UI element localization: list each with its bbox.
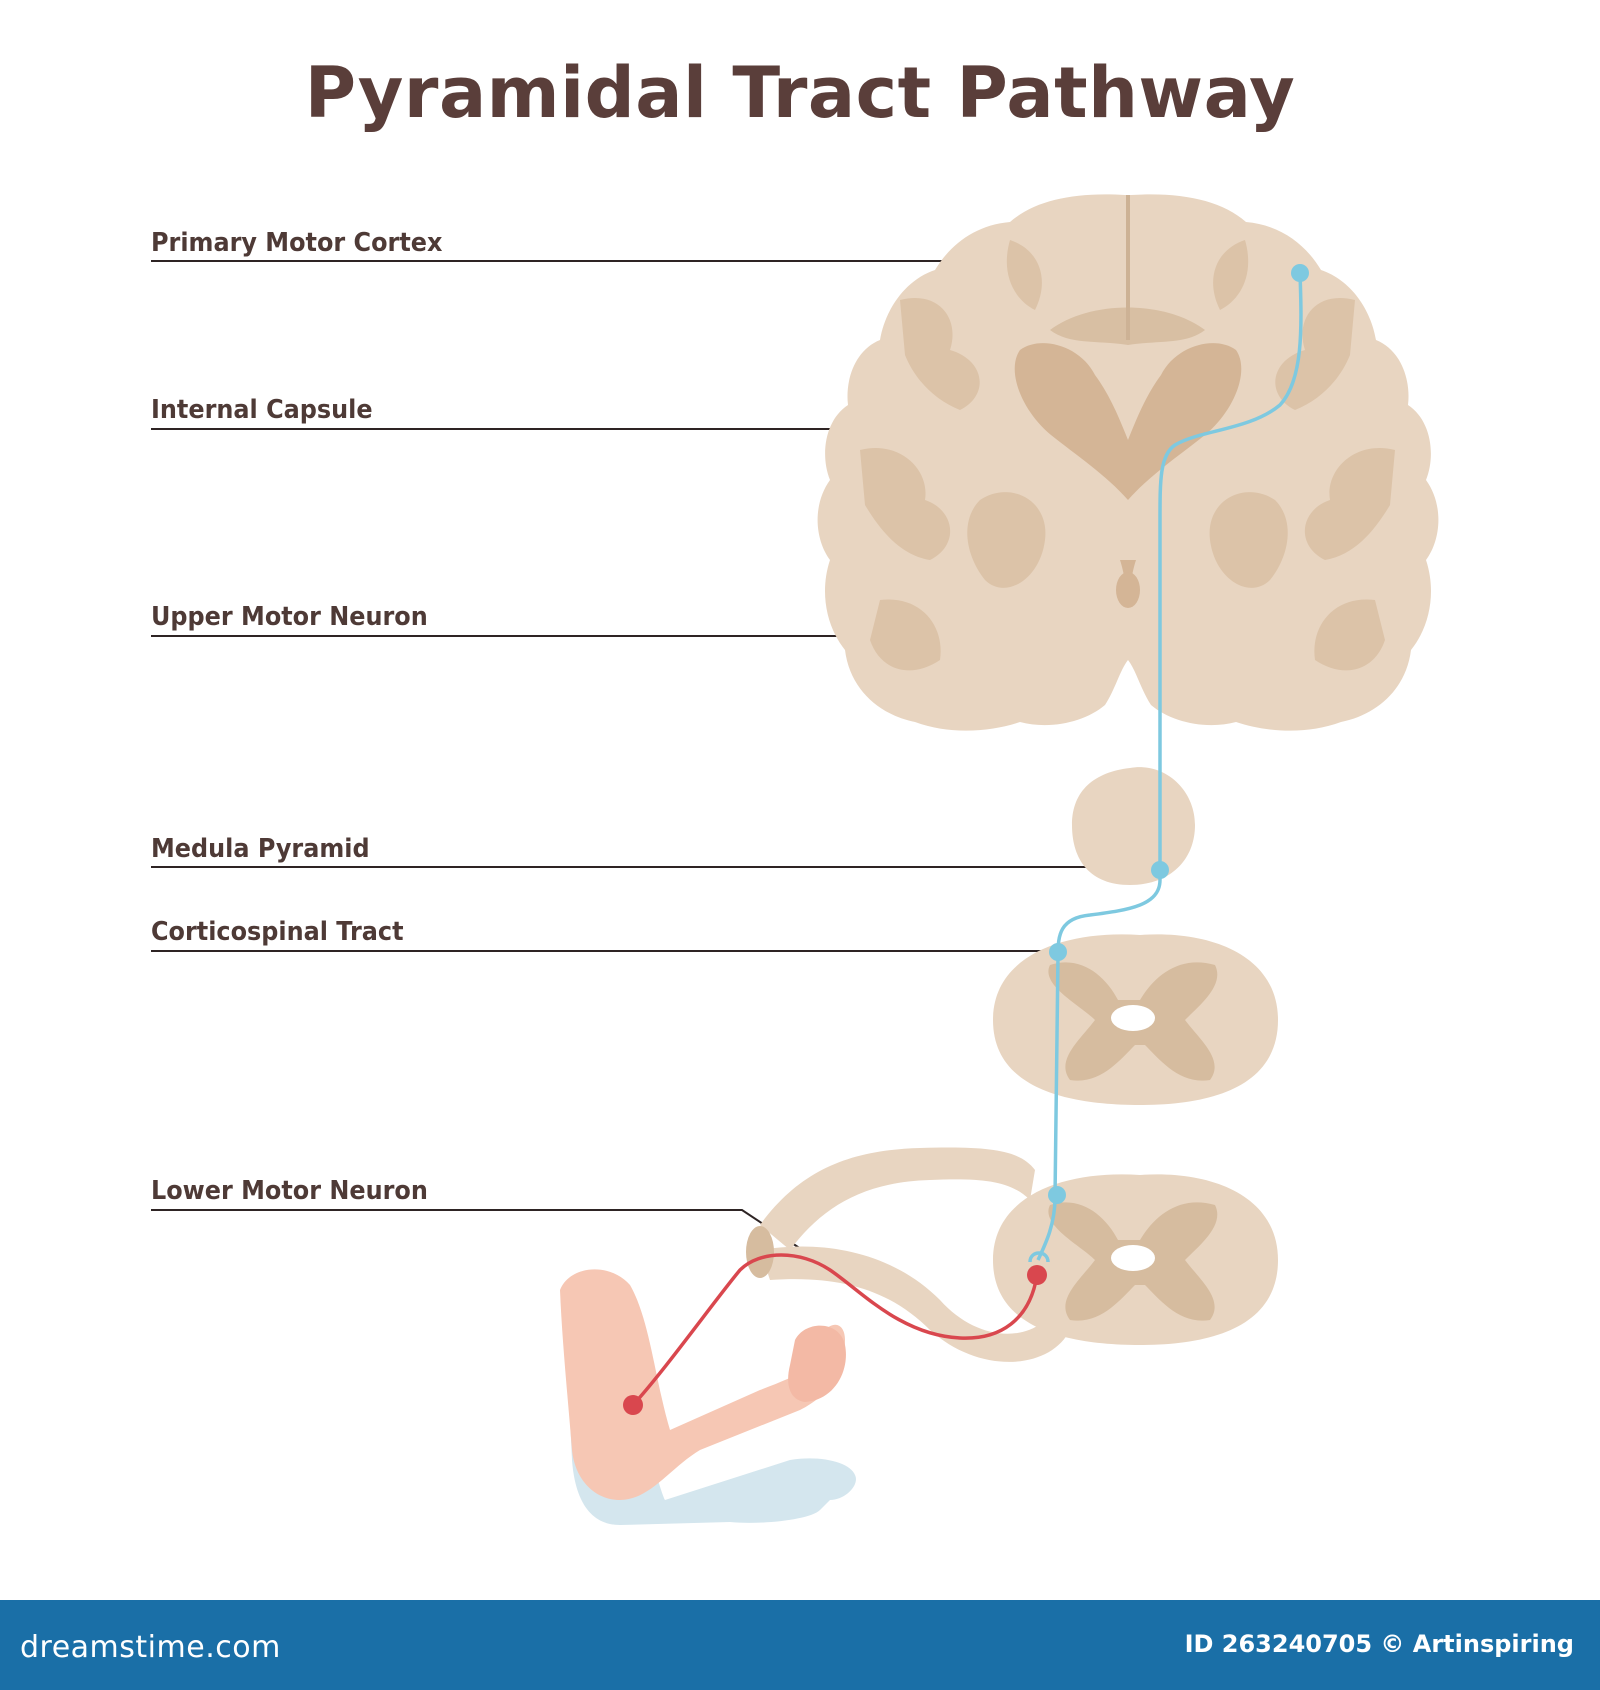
leader-line-lower-motor-neuron — [151, 1209, 811, 1256]
footer-credit: ID 263240705 © Artinspiring — [1184, 1630, 1574, 1658]
synapse-cap — [1028, 1251, 1050, 1263]
label-upper-motor-neuron: Upper Motor Neuron — [151, 602, 428, 632]
upper-motor-neuron-path — [1028, 264, 1309, 1263]
lower-motor-neuron-line — [631, 1253, 1039, 1407]
medulla-node — [1151, 861, 1169, 879]
label-lower-motor-neuron: Lower Motor Neuron — [151, 1176, 428, 1206]
footer-bar: dreamstime.com ID 263240705 © Artinspiri… — [0, 1600, 1600, 1690]
arm-illustration — [560, 1269, 856, 1525]
nerve-root-end — [746, 1226, 774, 1278]
label-medula-pyramid: Medula Pyramid — [151, 834, 370, 864]
label-corticospinal-tract: Corticospinal Tract — [151, 917, 404, 947]
medulla-pyramid — [1072, 767, 1195, 885]
spinal-cord-section-upper — [993, 934, 1278, 1105]
label-primary-motor-cortex: Primary Motor Cortex — [151, 228, 443, 258]
brain-section — [817, 194, 1439, 731]
lower-motor-neuron-path — [623, 1253, 1047, 1415]
corticospinal-node — [1049, 943, 1067, 961]
page-title: Pyramidal Tract Pathway — [304, 52, 1296, 134]
pathway-diagram — [151, 194, 1439, 1525]
spinal-cord-section-lower — [993, 1174, 1278, 1345]
lower-neuron-cell-body — [1027, 1265, 1047, 1285]
muscle-endpoint — [623, 1395, 643, 1415]
footer-logo[interactable]: dreamstime.com — [20, 1630, 281, 1665]
lower-cord-node — [1048, 1186, 1066, 1204]
fist — [788, 1325, 846, 1402]
motor-cortex-node — [1291, 264, 1309, 282]
label-internal-capsule: Internal Capsule — [151, 395, 373, 425]
brain-gyri — [860, 240, 1395, 671]
brain-ventricles — [1014, 343, 1242, 500]
nerve-root — [760, 1147, 1035, 1250]
arm — [560, 1269, 845, 1500]
